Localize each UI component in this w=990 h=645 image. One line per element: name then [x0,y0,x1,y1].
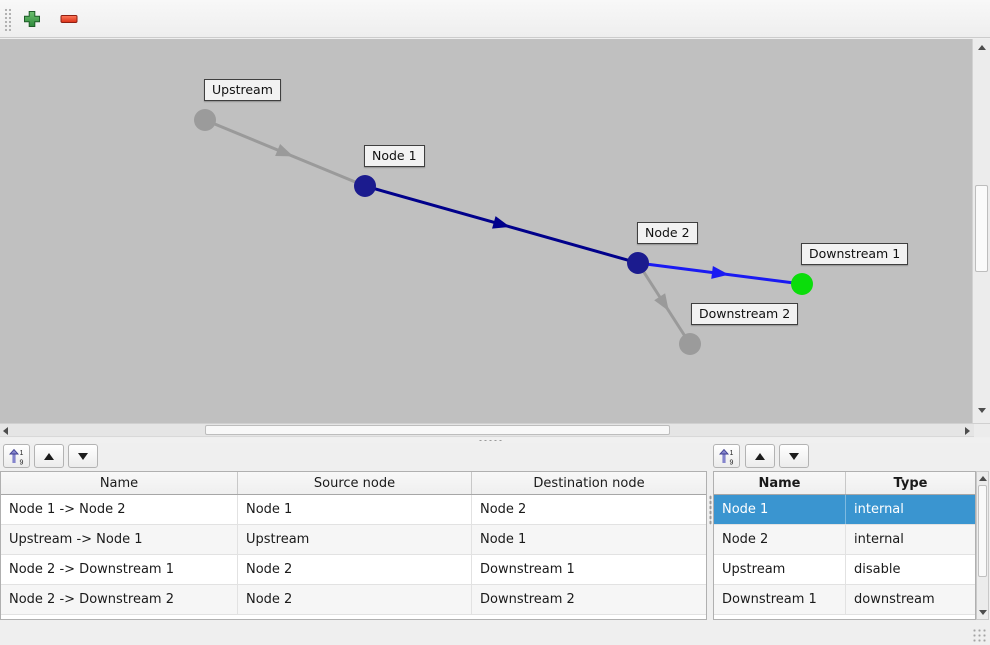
triangle-up-icon [44,452,54,460]
graph-horizontal-scrollbar[interactable] [0,423,974,437]
node-label-upstream[interactable]: Upstream [204,79,281,101]
node-label-downstream-2[interactable]: Downstream 2 [691,303,799,325]
nodes-sort-button[interactable]: 1 9 [713,444,740,468]
window-resize-grip[interactable] [972,628,987,642]
scroll-up-arrow-icon[interactable] [979,476,987,481]
edge-arrow-icon [492,216,511,229]
nodes-move-down-button[interactable] [779,444,809,468]
horizontal-scroll-thumb[interactable] [205,425,670,435]
cell: Node 2 [238,555,472,584]
svg-text:1: 1 [19,450,23,457]
graph-vertical-scrollbar[interactable] [972,39,990,423]
column-header-destination-node[interactable]: Destination node [533,475,645,491]
cell: disable [854,562,901,577]
edge-arrow-icon [654,293,669,312]
scrollbar-corner [974,423,990,437]
triangle-up-icon [755,452,765,460]
add-button[interactable] [21,8,43,30]
column-header-type[interactable]: Type [893,475,928,491]
table-row-upstream[interactable]: Upstream disable [714,555,975,585]
table-row-node-2[interactable]: Node 2 internal [714,525,975,555]
edge-arrow-icon [275,143,294,157]
cell: Downstream 2 [480,592,575,607]
graph-svg [194,109,813,355]
cell: downstream [854,592,935,607]
cell: Downstream 1 [480,562,575,577]
cell: Node 2 [714,525,846,554]
nodes-table-scrollbar[interactable] [976,471,989,620]
triangle-down-icon [78,452,88,460]
vertical-splitter[interactable] [707,471,713,620]
svg-text:9: 9 [19,459,23,465]
cell: Upstream [238,525,472,554]
cell: Node 2 [238,585,472,614]
cell: Node 1 [238,495,472,524]
column-header-name[interactable]: Name [1,472,238,494]
table-scroll-thumb[interactable] [978,485,987,577]
node-label-node-1[interactable]: Node 1 [364,145,425,167]
table-row-node-1[interactable]: Node 1 internal [714,495,975,525]
scroll-left-arrow-icon[interactable] [3,427,8,435]
scroll-up-arrow-icon[interactable] [978,45,986,50]
cell: Node 2 [480,502,527,517]
plus-icon [24,10,40,27]
main-toolbar [0,0,990,38]
cell: Upstream [714,555,846,584]
node-label-downstream-1[interactable]: Downstream 1 [801,243,909,265]
toolbar-drag-handle[interactable] [3,6,11,31]
node-upstream[interactable] [194,109,216,131]
vertical-scroll-thumb[interactable] [975,185,988,272]
cell: Node 1 -> Node 2 [1,495,238,524]
edge-arrow-icon [711,266,729,279]
splitter-grip-icon [478,439,504,442]
node-label-node-2[interactable]: Node 2 [637,222,698,244]
cell: Node 2 -> Downstream 1 [1,555,238,584]
nodes-move-up-button[interactable] [745,444,775,468]
edges-move-up-button[interactable] [34,444,64,468]
scroll-down-arrow-icon[interactable] [979,610,987,615]
splitter-grip-icon [709,495,712,525]
cell: Downstream 1 [714,585,846,614]
node-downstream-2[interactable] [679,333,701,355]
column-header-name[interactable]: Name [714,472,846,494]
triangle-down-icon [789,452,799,460]
scroll-down-arrow-icon[interactable] [978,408,986,413]
cell: Upstream -> Node 1 [1,525,238,554]
cell: Node 1 [480,532,527,547]
table-header-row: Name Type [714,472,975,495]
cell: Node 2 -> Downstream 2 [1,585,238,614]
edges-sort-button[interactable]: 1 9 [3,444,30,468]
horizontal-splitter[interactable] [0,438,990,443]
sort-ascending-icon: 1 9 [718,448,733,465]
remove-button[interactable] [58,11,80,27]
cell: internal [854,532,904,547]
node-node-2[interactable] [627,252,649,274]
sort-ascending-icon: 1 9 [8,448,23,465]
cell: internal [854,502,904,517]
minus-icon [60,14,78,23]
cell: Node 1 [714,495,846,524]
table-row-downstream-1[interactable]: Downstream 1 downstream [714,585,975,615]
svg-text:1: 1 [729,450,733,457]
svg-text:9: 9 [729,459,733,465]
node-downstream-1[interactable] [791,273,813,295]
column-header-source-node[interactable]: Source node [238,472,472,494]
node-node-1[interactable] [354,175,376,197]
edges-move-down-button[interactable] [68,444,98,468]
scroll-right-arrow-icon[interactable] [965,427,970,435]
